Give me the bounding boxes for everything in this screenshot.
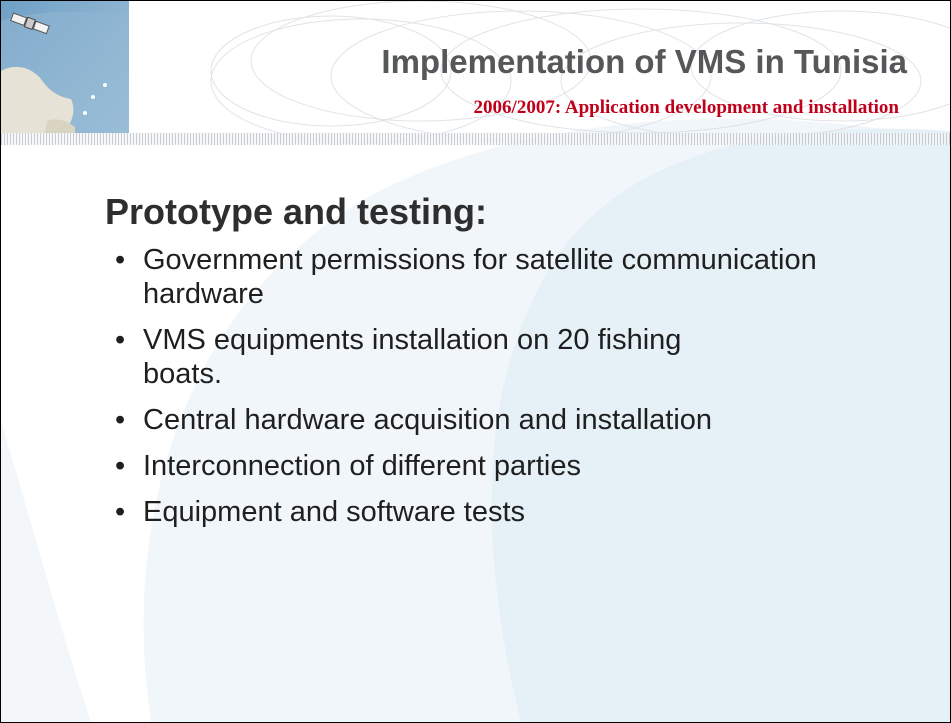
bullet-dot: • [115,324,126,356]
bullet-dot: • [115,244,126,276]
list-item: • Central hardware acquisition and insta… [113,403,913,437]
satellite-globe-icon [1,1,129,133]
bullet-text: Interconnection of different parties [143,450,581,482]
header-stripe-band [1,133,950,145]
section-heading: Prototype and testing: [105,191,488,232]
bullet-text: Central hardware acquisition and install… [143,404,713,436]
bullet-dot: • [115,450,126,482]
bullet-dot: • [115,404,126,436]
slide-subtitle: 2006/2007: Application development and i… [473,97,899,118]
bullet-list: • Government permissions for satellite c… [113,243,913,541]
list-item: • VMS equipments installation on 20 fish… [113,323,763,391]
slide-title: Implementation of VMS in Tunisia [381,43,907,80]
list-item: • Government permissions for satellite c… [113,243,823,311]
list-item: • Equipment and software tests [113,495,913,529]
bullet-text: Equipment and software tests [143,496,526,528]
bullet-dot: • [115,496,126,528]
bullet-text: Government permissions for satellite com… [143,244,817,310]
bullet-text: VMS equipments installation on 20 fishin… [143,324,682,390]
list-item: • Interconnection of different parties [113,449,913,483]
